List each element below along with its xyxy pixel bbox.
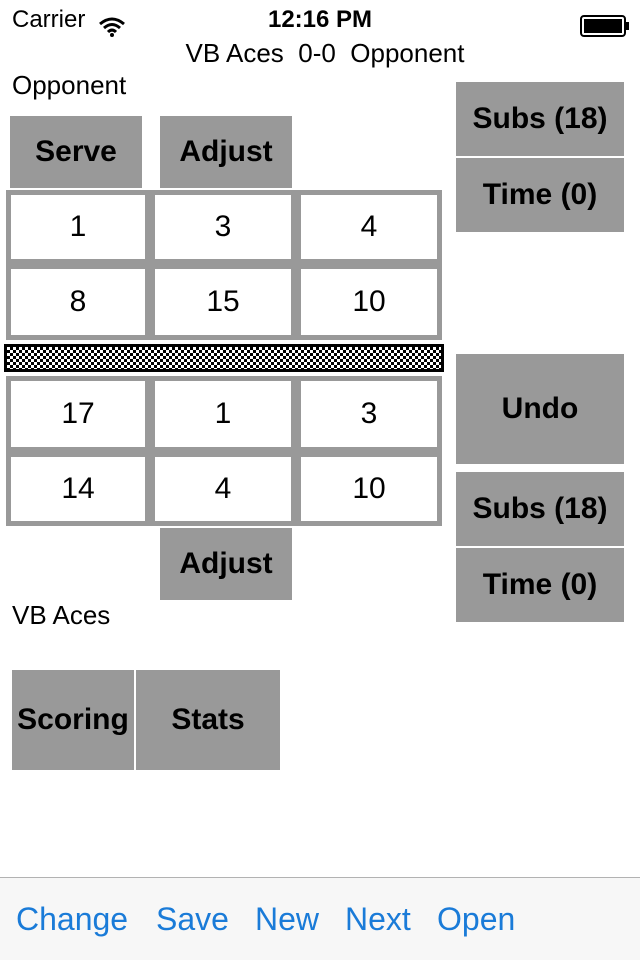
home-adjust-button[interactable]: Adjust: [160, 528, 292, 600]
opponent-position-cell[interactable]: 8: [6, 264, 150, 340]
player-number: 8: [11, 269, 145, 335]
undo-button[interactable]: Undo: [456, 354, 624, 464]
home-position-cell[interactable]: 4: [150, 452, 296, 526]
match-title: VB Aces 0-0 Opponent: [185, 38, 465, 68]
player-number: 4: [155, 457, 291, 521]
open-button[interactable]: Open: [437, 901, 516, 937]
player-number: 1: [155, 381, 291, 447]
next-button[interactable]: Next: [345, 901, 411, 937]
scoring-button[interactable]: Scoring: [12, 670, 134, 770]
opponent-adjust-button[interactable]: Adjust: [160, 116, 292, 188]
home-position-cell[interactable]: 10: [296, 452, 442, 526]
opponent-position-cell[interactable]: 3: [150, 190, 296, 264]
status-bar: Carrier 12:16 PM: [0, 0, 640, 40]
player-number: 3: [155, 195, 291, 259]
player-number: 10: [301, 457, 437, 521]
player-number: 14: [11, 457, 145, 521]
home-timeout-button[interactable]: Time (0): [456, 548, 624, 622]
home-position-cell[interactable]: 14: [6, 452, 150, 526]
clock: 12:16 PM: [267, 6, 373, 33]
net-divider: [4, 344, 444, 372]
new-button[interactable]: New: [255, 901, 320, 937]
home-subs-button[interactable]: Subs (18): [456, 472, 624, 546]
player-number: 4: [301, 195, 437, 259]
save-button[interactable]: Save: [156, 901, 229, 937]
opponent-position-cell[interactable]: 15: [150, 264, 296, 340]
opponent-timeout-button[interactable]: Time (0): [456, 158, 624, 232]
opponent-position-cell[interactable]: 4: [296, 190, 442, 264]
opponent-position-cell[interactable]: 10: [296, 264, 442, 340]
home-position-cell[interactable]: 1: [150, 376, 296, 452]
home-team-label: VB Aces: [12, 600, 111, 630]
change-button[interactable]: Change: [16, 901, 129, 937]
carrier-label: Carrier: [12, 6, 86, 33]
opponent-team-label: Opponent: [12, 70, 127, 100]
battery-icon: [580, 10, 630, 37]
player-number: 10: [301, 269, 437, 335]
opponent-position-cell[interactable]: 1: [6, 190, 150, 264]
player-number: 17: [11, 381, 145, 447]
opponent-subs-button[interactable]: Subs (18): [456, 82, 624, 156]
stats-button[interactable]: Stats: [136, 670, 280, 770]
player-number: 15: [155, 269, 291, 335]
player-number: 3: [301, 381, 437, 447]
serve-button[interactable]: Serve: [10, 116, 142, 188]
player-number: 1: [11, 195, 145, 259]
wifi-icon: [98, 10, 126, 37]
home-position-cell[interactable]: 3: [296, 376, 442, 452]
home-position-cell[interactable]: 17: [6, 376, 150, 452]
bottom-toolbar: Change Save New Next Open: [0, 877, 640, 960]
